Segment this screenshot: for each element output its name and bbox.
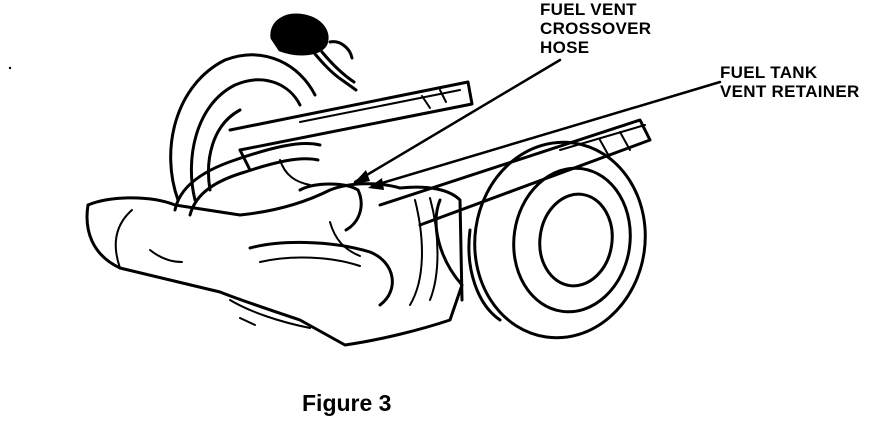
tank-shield: [398, 185, 464, 306]
retainer-label-line-1: FUEL TANK: [720, 63, 818, 82]
vent-crossover-hose: [173, 141, 322, 217]
fuel-tank-vent-retainer-label: FUEL TANK VENT RETAINER: [720, 63, 860, 101]
crossover-label-line-3: HOSE: [540, 38, 590, 57]
fuel-tank: [85, 182, 464, 347]
crossover-hose-arrowhead: [352, 170, 370, 185]
fuel-filler-neck: [270, 13, 358, 92]
leader-lines: [353, 58, 722, 188]
scan-speck: [8, 66, 12, 70]
fuel-vent-crossover-hose-label: FUEL VENT CROSSOVER HOSE: [540, 0, 651, 57]
crossover-label-line-2: CROSSOVER: [540, 19, 652, 38]
crossover-hose-leader: [353, 58, 562, 184]
retainer-label-line-2: VENT RETAINER: [720, 82, 860, 101]
right-wheel: [467, 140, 647, 340]
figure-caption: Figure 3: [302, 390, 392, 416]
crossover-label-line-1: FUEL VENT: [540, 0, 637, 19]
left-frame-rail: [228, 80, 474, 172]
vent-retainer-arrowhead: [368, 178, 384, 190]
vent-retainer-leader: [370, 80, 722, 188]
left-wheel: [169, 53, 317, 202]
